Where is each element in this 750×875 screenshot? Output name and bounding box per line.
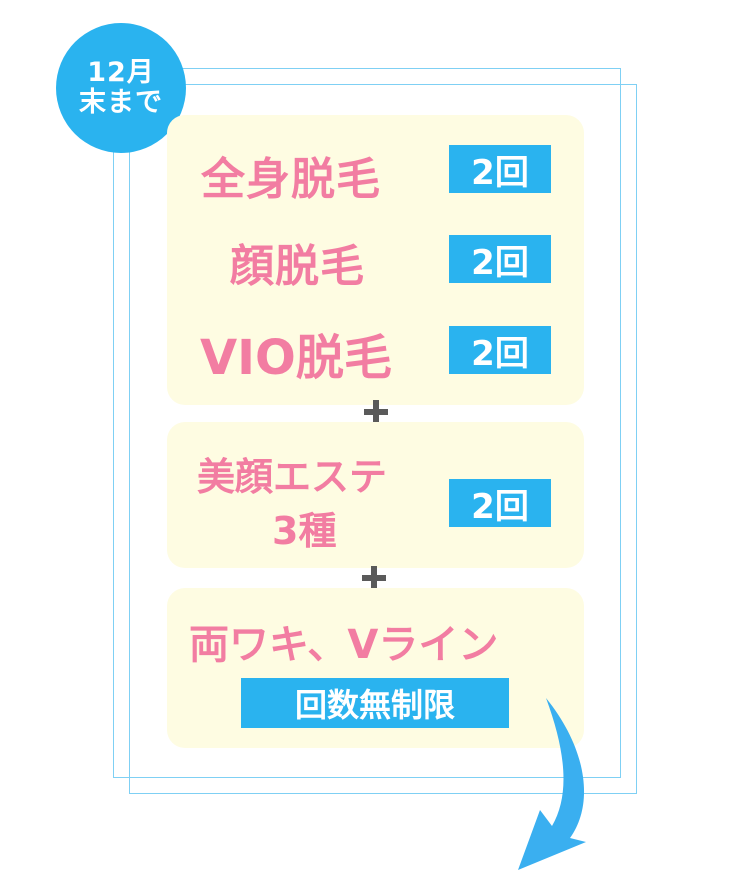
curved-arrow-icon [518,698,586,870]
vio-hair-removal-label: VIO脱毛 [200,330,392,386]
facial-esthetics-types-label: 3種 [272,509,337,553]
plus-icon [362,566,386,590]
deadline-badge: 12月 末まで [56,23,186,153]
facial-esthetics-label: 美顔エステ [197,455,388,499]
unlimited-times-tag: 回数無制限 [241,678,509,728]
deadline-badge-month: 12月 [87,56,155,88]
full-body-count-tag: 2回 [449,145,551,193]
vio-count-tag: 2回 [449,326,551,374]
plus-icon [364,400,388,424]
full-body-hair-removal-label: 全身脱毛 [201,154,381,205]
outer-frame-back [113,68,621,778]
underarm-v-line-label: 両ワキ、Vライン [189,622,499,668]
deadline-badge-until: 末まで [79,87,163,118]
face-hair-removal-label: 顔脱毛 [230,241,365,292]
face-count-tag: 2回 [449,235,551,283]
outer-frame-front [129,84,637,794]
facial-esthetics-count-tag: 2回 [449,479,551,527]
